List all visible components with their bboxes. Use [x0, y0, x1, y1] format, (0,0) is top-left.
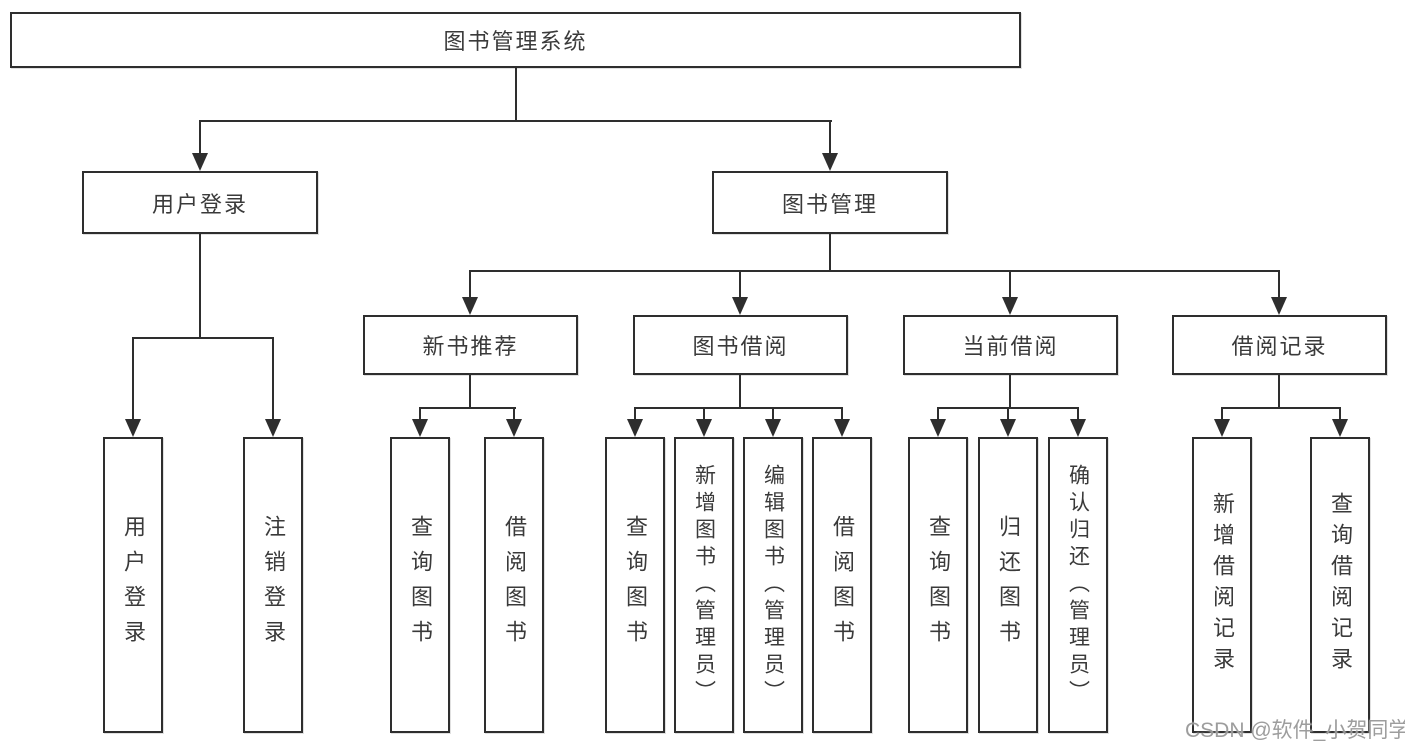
connector-line [1278, 270, 1280, 298]
connector-line [199, 120, 201, 154]
connector-line [513, 407, 515, 420]
connector-line [739, 375, 741, 409]
arrow-down-icon [125, 419, 141, 437]
arrow-down-icon [265, 419, 281, 437]
node-library-management-system: 图书管理系统 [10, 12, 1021, 68]
arrow-down-icon [192, 153, 208, 171]
node-current-borrowing: 当前借阅 [903, 315, 1118, 375]
connector-line [703, 407, 705, 420]
arrow-down-icon [765, 419, 781, 437]
node-borrowing-records: 借阅记录 [1172, 315, 1387, 375]
arrow-down-icon [1214, 419, 1230, 437]
connector-line [1278, 375, 1280, 409]
connector-line [419, 407, 421, 420]
connector-line [1221, 407, 1341, 409]
connector-line [1339, 407, 1341, 420]
arrow-down-icon [1000, 419, 1016, 437]
arrow-down-icon [834, 419, 850, 437]
leaf-logout: 注销登录 [243, 437, 303, 733]
connector-line [634, 407, 636, 420]
leaf-query-books-recommendation: 查询图书 [390, 437, 450, 733]
leaf-query-books-current: 查询图书 [908, 437, 968, 733]
connector-line [199, 120, 832, 122]
arrow-down-icon [627, 419, 643, 437]
arrow-down-icon [1332, 419, 1348, 437]
arrow-down-icon [1070, 419, 1086, 437]
leaf-borrow-books-recommendation: 借阅图书 [484, 437, 544, 733]
leaf-add-books-admin: 新增图书（管理员） [674, 437, 734, 733]
connector-line [1077, 407, 1079, 420]
leaf-query-books-borrowing: 查询图书 [605, 437, 665, 733]
leaf-return-books: 归还图书 [978, 437, 1038, 733]
csdn-watermark: CSDN @软件_小贺同学 [1185, 719, 1405, 742]
node-book-borrowing: 图书借阅 [633, 315, 848, 375]
connector-line [515, 67, 517, 120]
connector-line [132, 337, 274, 339]
connector-line [829, 120, 831, 154]
leaf-query-borrow-record: 查询借阅记录 [1310, 437, 1370, 733]
leaf-confirm-return-admin: 确认归还（管理员） [1048, 437, 1108, 733]
connector-line [1221, 407, 1223, 420]
leaf-edit-books-admin: 编辑图书（管理员） [743, 437, 803, 733]
connector-line [469, 270, 471, 298]
arrow-down-icon [930, 419, 946, 437]
arrow-down-icon [462, 297, 478, 315]
connector-line [772, 407, 774, 420]
connector-line [1007, 407, 1009, 420]
node-new-book-recommendation: 新书推荐 [363, 315, 578, 375]
connector-line [199, 234, 201, 339]
arrow-down-icon [1002, 297, 1018, 315]
leaf-add-borrow-record: 新增借阅记录 [1192, 437, 1252, 733]
arrow-down-icon [822, 153, 838, 171]
connector-line [1009, 375, 1011, 409]
connector-line [419, 407, 516, 409]
connector-line [829, 234, 831, 272]
leaf-borrow-books-borrowing: 借阅图书 [812, 437, 872, 733]
connector-line [739, 270, 741, 298]
connector-line [634, 407, 843, 409]
arrow-down-icon [1271, 297, 1287, 315]
connector-line [841, 407, 843, 420]
connector-line [469, 375, 471, 409]
arrow-down-icon [506, 419, 522, 437]
arrow-down-icon [412, 419, 428, 437]
arrow-down-icon [696, 419, 712, 437]
node-book-management: 图书管理 [712, 171, 948, 234]
connector-line [469, 270, 1280, 272]
connector-line [132, 337, 134, 420]
leaf-user-login: 用户登录 [103, 437, 163, 733]
node-user-login: 用户登录 [82, 171, 318, 234]
arrow-down-icon [732, 297, 748, 315]
connector-line [937, 407, 939, 420]
connector-line [1009, 270, 1011, 298]
connector-line [272, 337, 274, 420]
